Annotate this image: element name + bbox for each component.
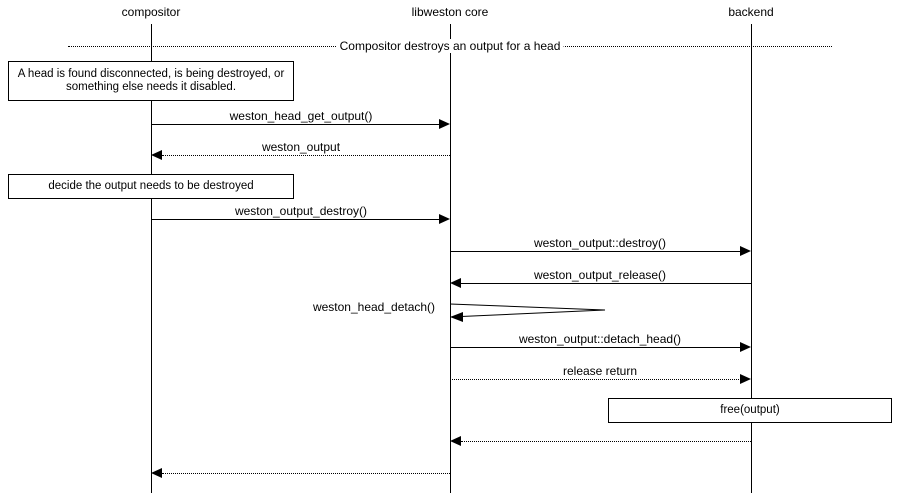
actor-label-libweston-core: libweston core — [411, 5, 489, 19]
message-label-weston-output-destroy-cb: weston_output::destroy() — [530, 236, 670, 250]
arrowhead-right-weston-head-get-output — [439, 119, 450, 129]
message-line-backend-return — [461, 441, 751, 442]
selfcall-weston-head-detach — [450, 298, 610, 324]
arrowhead-right-weston-output-detach-head — [740, 342, 751, 352]
message-label-weston-output-return: weston_output — [258, 140, 344, 154]
arrowhead-left-weston-output-release — [450, 278, 461, 288]
message-line-weston-output-release — [461, 283, 751, 284]
message-line-weston-output-detach-head — [450, 347, 741, 348]
arrowhead-left-core-return — [151, 468, 162, 478]
message-line-weston-output-destroy-cb — [450, 251, 741, 252]
message-line-core-return — [162, 473, 450, 474]
arrowhead-right-weston-output-destroy — [439, 214, 450, 224]
actor-label-compositor: compositor — [121, 5, 181, 19]
message-line-weston-output-return — [162, 155, 450, 156]
message-label-weston-output-destroy: weston_output_destroy() — [231, 204, 371, 218]
lifeline-compositor — [151, 24, 152, 493]
arrowhead-left-weston-output-return — [151, 150, 162, 160]
message-label-weston-output-detach-head: weston_output::detach_head() — [515, 332, 685, 346]
lifeline-backend — [751, 24, 752, 493]
section-separator-label: Compositor destroys an output for a head — [336, 39, 564, 53]
message-line-weston-output-destroy — [151, 219, 440, 220]
note-decide-destroy: decide the output needs to be destroyed — [8, 174, 294, 199]
message-label-release-return: release return — [559, 364, 641, 378]
actor-label-backend: backend — [728, 5, 774, 19]
message-label-weston-output-release: weston_output_release() — [530, 268, 670, 282]
note-free-output: free(output) — [608, 398, 892, 423]
note-head-disconnected: A head is found disconnected, is being d… — [8, 61, 294, 101]
message-label-weston-head-detach: weston_head_detach() — [309, 300, 439, 314]
message-label-weston-head-get-output: weston_head_get_output() — [226, 109, 376, 123]
message-line-weston-head-get-output — [151, 124, 440, 125]
arrowhead-left-backend-return — [450, 436, 461, 446]
message-line-release-return — [450, 379, 741, 380]
arrowhead-right-release-return — [740, 374, 751, 384]
arrowhead-right-weston-output-destroy-cb — [740, 246, 751, 256]
lifeline-libweston-core — [450, 24, 451, 493]
